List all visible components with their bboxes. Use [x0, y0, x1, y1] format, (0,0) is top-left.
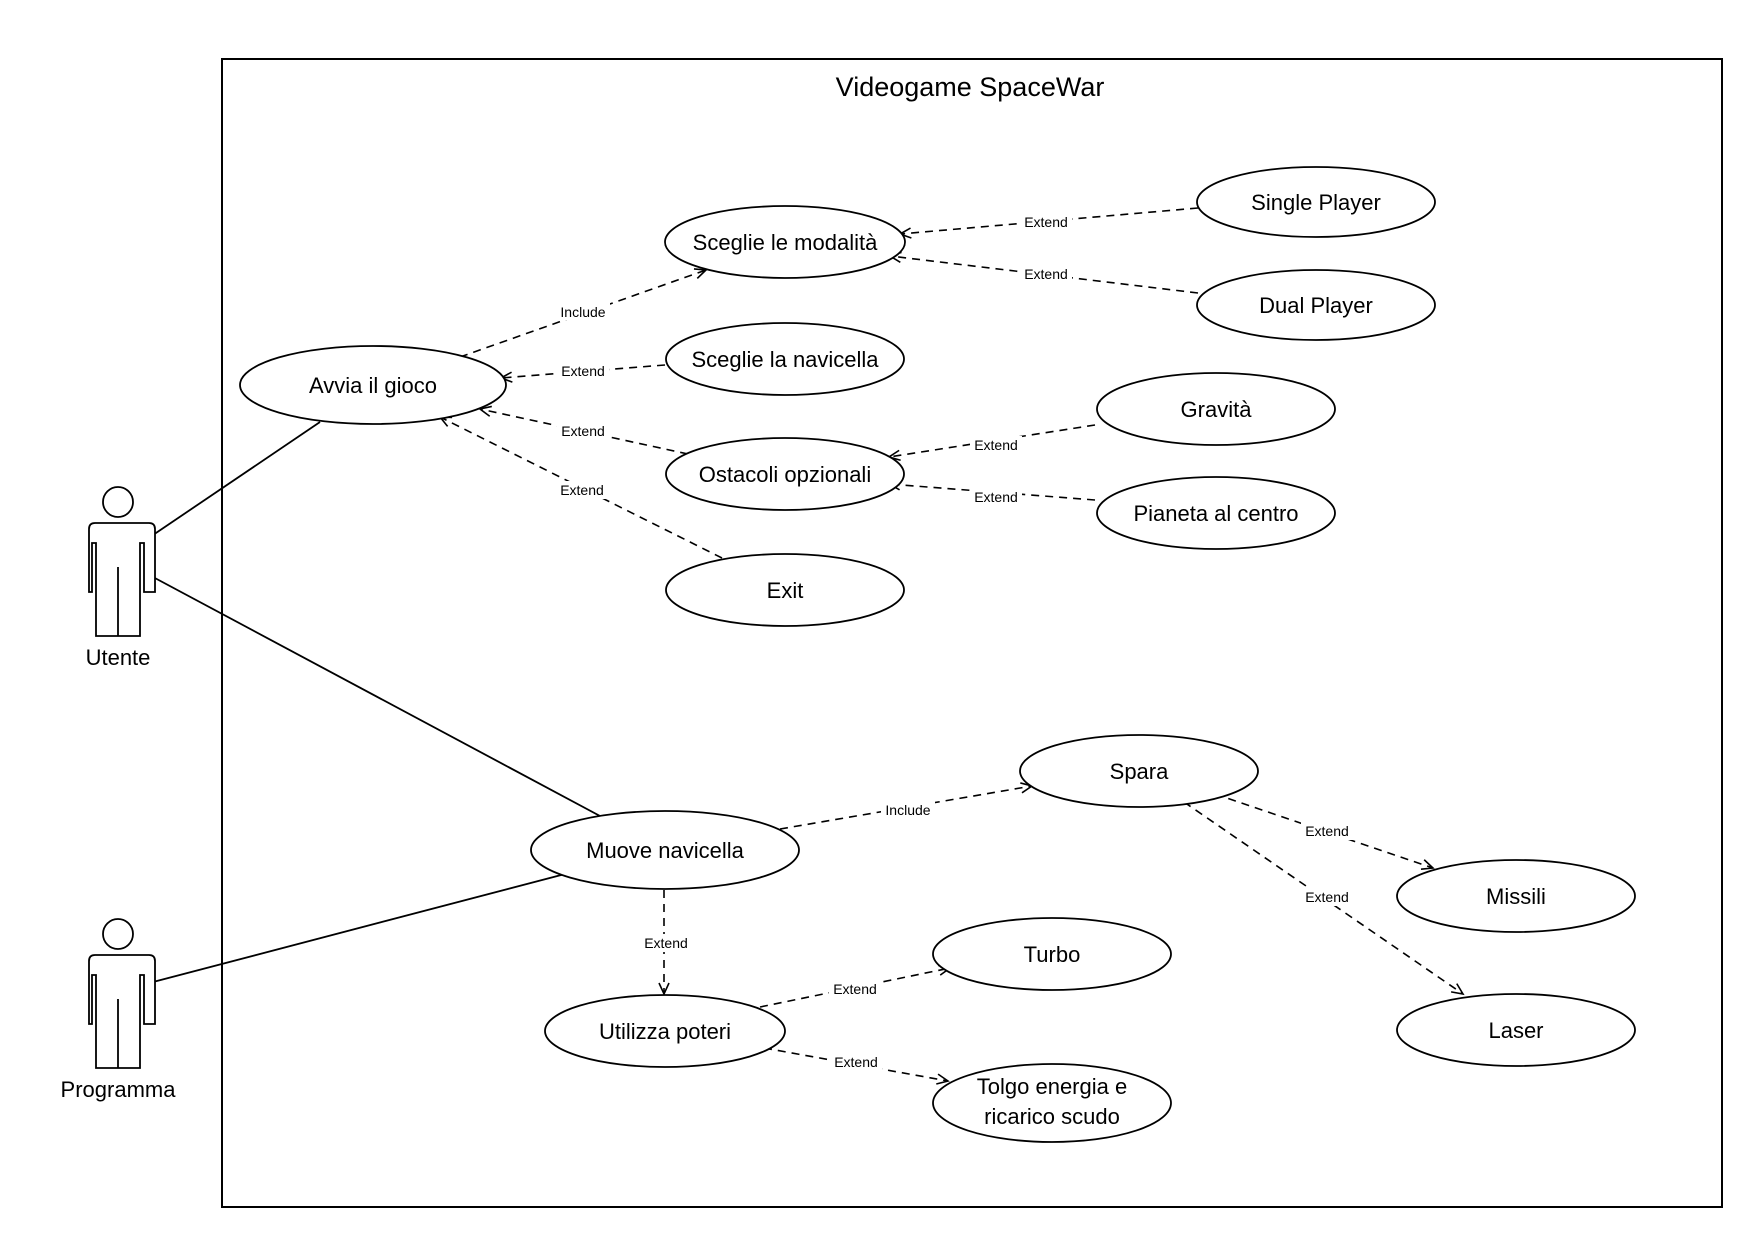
use-case-tolgo-energia-ricarico-scudo[interactable]: Tolgo energia e ricarico scudo [932, 1063, 1172, 1143]
use-case-gravita[interactable]: Gravità [1096, 372, 1336, 446]
svg-text:Sceglie la navicella: Sceglie la navicella [691, 347, 879, 372]
svg-text:Dual Player: Dual Player [1259, 293, 1373, 318]
extend-poteri-tolgo [763, 1047, 950, 1085]
extend-poteri-turbo [759, 964, 952, 1008]
svg-text:ricarico scudo: ricarico scudo [984, 1104, 1120, 1129]
actor-utente-icon [88, 486, 156, 637]
svg-text:Turbo: Turbo [1024, 942, 1081, 967]
use-case-spara[interactable]: Spara [1019, 734, 1259, 808]
label-extend-ostacoli: Extend [561, 423, 605, 439]
use-case-missili[interactable]: Missili [1396, 859, 1636, 933]
label-extend-poteri: Extend [644, 935, 688, 951]
svg-text:Pianeta al centro: Pianeta al centro [1133, 501, 1298, 526]
svg-text:Utilizza poteri: Utilizza poteri [599, 1019, 731, 1044]
svg-text:Exit: Exit [767, 578, 804, 603]
svg-text:Spara: Spara [1110, 759, 1169, 784]
use-case-sceglie-la-navicella[interactable]: Sceglie la navicella [665, 322, 905, 396]
svg-text:Laser: Laser [1488, 1018, 1543, 1043]
extend-single-modalita [898, 207, 1199, 239]
label-extend-dual: Extend [1024, 266, 1068, 282]
label-extend-gravita: Extend [974, 437, 1018, 453]
association-utente-muove [152, 576, 601, 817]
label-extend-navicella: Extend [561, 363, 605, 379]
label-extend-turbo: Extend [833, 981, 877, 997]
relation-labels: Include Extend Extend Extend Extend Exte… [556, 213, 1353, 1071]
svg-text:Sceglie le modalità: Sceglie le modalità [693, 230, 878, 255]
use-case-dual-player[interactable]: Dual Player [1196, 269, 1436, 341]
svg-text:Missili: Missili [1486, 884, 1546, 909]
use-case-sceglie-le-modalita[interactable]: Sceglie le modalità [664, 205, 906, 279]
label-extend-tolgo: Extend [834, 1054, 878, 1070]
association-utente-avvia [152, 421, 321, 536]
label-extend-single: Extend [1024, 214, 1068, 230]
use-case-muove-navicella[interactable]: Muove navicella [530, 810, 800, 890]
use-case-exit[interactable]: Exit [665, 553, 905, 627]
use-case-pianeta-al-centro[interactable]: Pianeta al centro [1096, 476, 1336, 550]
actor-programma-label: Programma [61, 1077, 177, 1102]
use-case-ostacoli-opzionali[interactable]: Ostacoli opzionali [665, 437, 905, 511]
actor-programma[interactable]: Programma [61, 918, 177, 1102]
system-title: Videogame SpaceWar [836, 72, 1105, 102]
label-extend-laser: Extend [1305, 889, 1349, 905]
use-case-single-player[interactable]: Single Player [1196, 166, 1436, 238]
label-include-modalita: Include [560, 304, 605, 320]
use-case-turbo[interactable]: Turbo [932, 917, 1172, 991]
label-extend-pianeta: Extend [974, 489, 1018, 505]
actor-programma-icon [88, 918, 156, 1069]
actor-utente[interactable]: Utente [86, 486, 156, 670]
label-extend-exit: Extend [560, 482, 604, 498]
system-boundary [221, 58, 1723, 1208]
svg-text:Avvia il gioco: Avvia il gioco [309, 373, 437, 398]
svg-text:Ostacoli opzionali: Ostacoli opzionali [699, 462, 871, 487]
use-case-laser[interactable]: Laser [1396, 993, 1636, 1067]
association-programma-muove [152, 873, 566, 983]
label-include-spara: Include [885, 802, 930, 818]
svg-text:Tolgo energia e: Tolgo energia e [977, 1074, 1127, 1099]
use-case-avvia-il-gioco[interactable]: Avvia il gioco [239, 345, 507, 425]
svg-text:Gravità: Gravità [1181, 397, 1253, 422]
svg-text:Single Player: Single Player [1251, 190, 1381, 215]
use-case-utilizza-poteri[interactable]: Utilizza poteri [544, 994, 786, 1068]
extend-ostacoli-avvia [478, 405, 689, 455]
svg-text:Muove navicella: Muove navicella [586, 838, 745, 863]
label-extend-missili: Extend [1305, 823, 1349, 839]
actor-utente-label: Utente [86, 645, 151, 670]
